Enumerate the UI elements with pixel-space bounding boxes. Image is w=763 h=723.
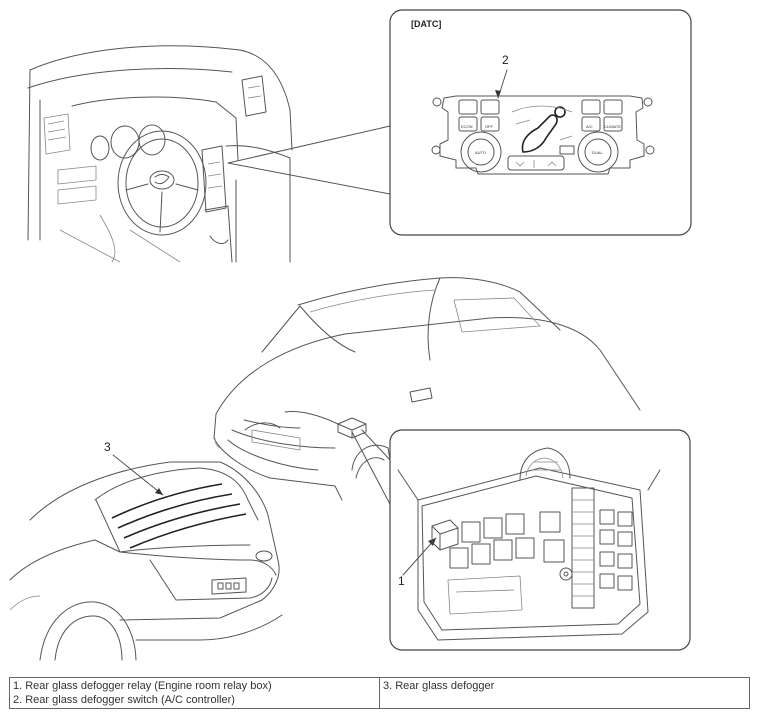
auto-label: AUTO — [475, 150, 486, 155]
callout-1: 1 — [398, 574, 405, 588]
datc-tag: [DATC] — [411, 19, 441, 29]
legend-cell: 1. Rear glass defogger relay (Engine roo… — [9, 677, 380, 709]
front-car-illustration — [213, 277, 641, 509]
dual-label: DUAL — [592, 150, 603, 155]
legend-item-3: 3. Rear glass defogger — [383, 680, 495, 692]
callout-2: 2 — [502, 53, 509, 67]
legend-item-2: 2. Rear glass defogger switch (A/C contr… — [13, 694, 235, 706]
defogger-location-diagram: [DATC] 2 ECON OFF A/C CLIMATE — [9, 9, 692, 661]
econ-label: ECON — [461, 124, 473, 129]
legend-cell: 3. Rear glass defogger — [379, 677, 750, 709]
off-label: OFF — [485, 124, 494, 129]
legend-table: 1. Rear glass defogger relay (Engine roo… — [9, 677, 750, 709]
relay-box-inset: 1 — [389, 429, 691, 651]
ac-controller: ECON OFF A/C CLIMATE AUTO DUAL — [431, 95, 655, 175]
legend-item-1: 1. Rear glass defogger relay (Engine roo… — [13, 680, 272, 692]
rear-car-illustration: 3 — [9, 440, 283, 661]
legend-row: 1. Rear glass defogger relay (Engine roo… — [9, 677, 750, 709]
climate-label: CLIMATE — [604, 124, 621, 129]
callout-3: 3 — [104, 440, 111, 454]
dashboard-illustration — [27, 45, 391, 263]
ac-label: A/C — [586, 124, 593, 129]
datc-inset: [DATC] 2 ECON OFF A/C CLIMATE — [389, 9, 692, 236]
